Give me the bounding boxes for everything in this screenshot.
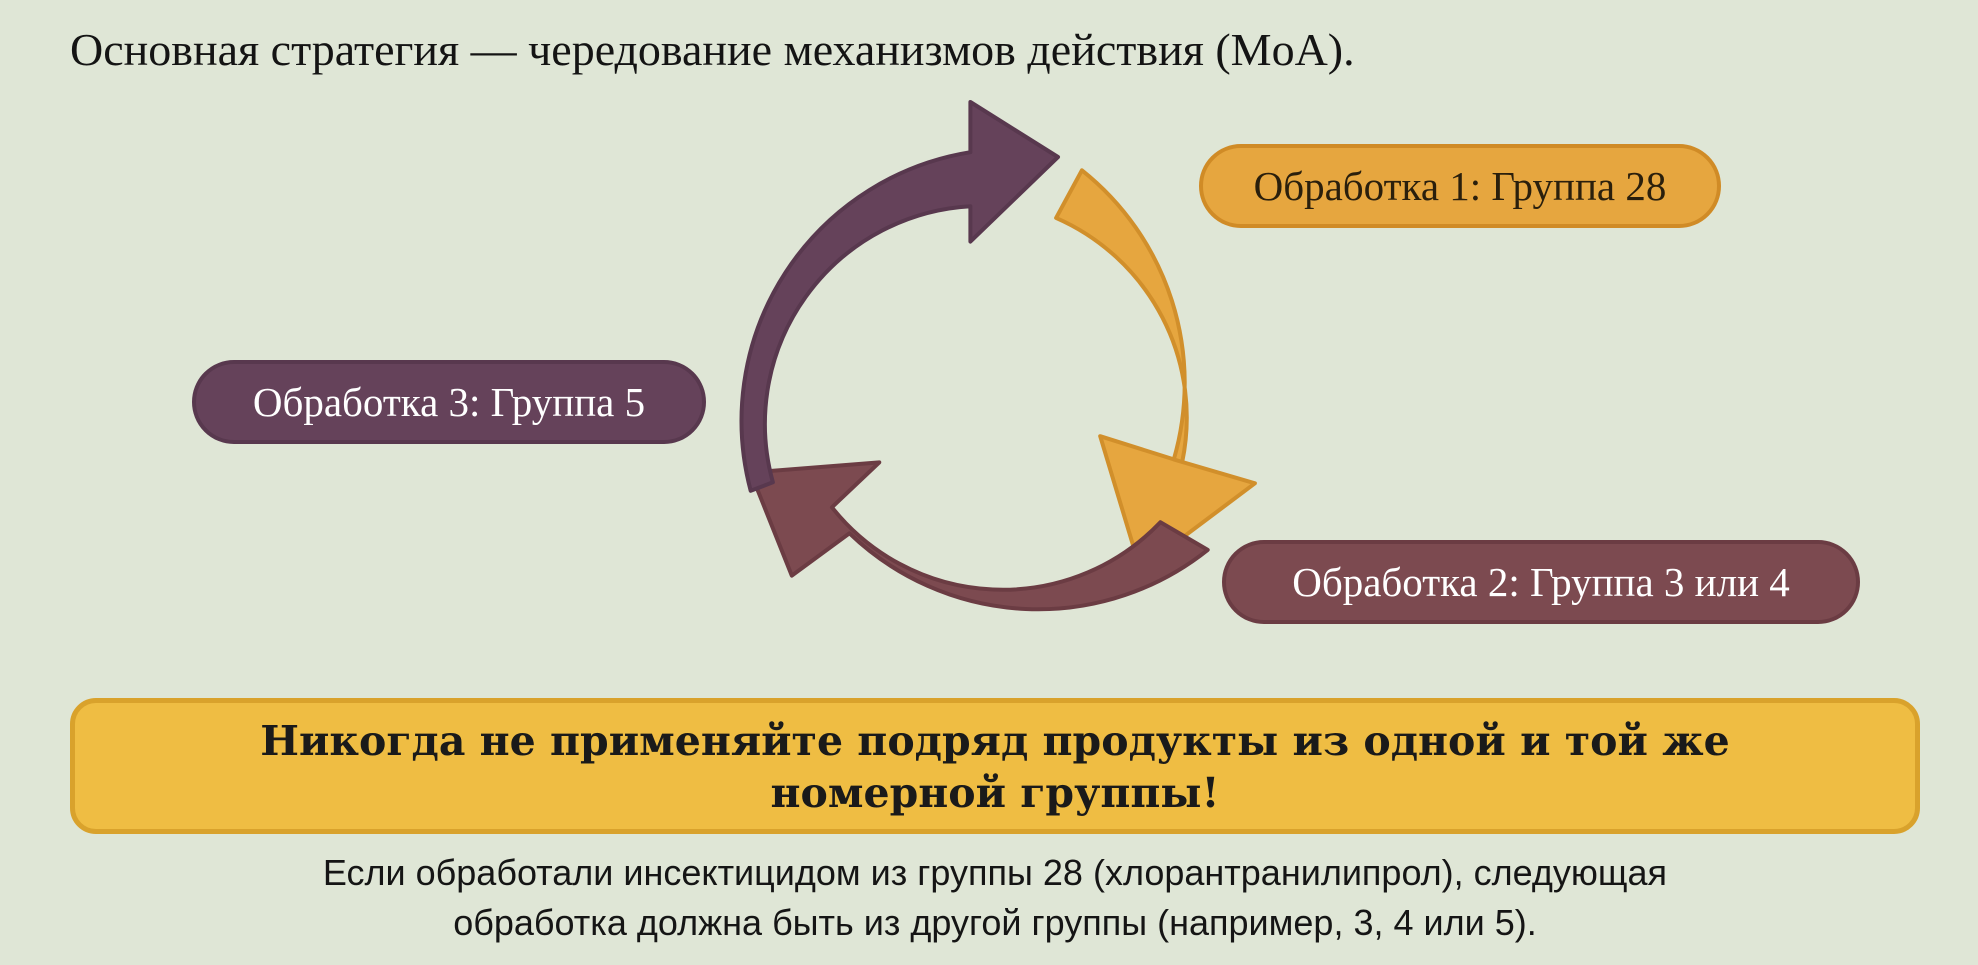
note-line-1: Если обработали инсектицидом из группы 2… — [322, 852, 1668, 893]
step-3-label: Обработка 3: Группа 5 — [192, 360, 706, 444]
cycle-arrow-step1 — [1054, 168, 1257, 572]
warning-line-1: Никогда не применяйте подряд продукты из… — [260, 717, 1730, 765]
step-1-label: Обработка 1: Группа 28 — [1199, 144, 1721, 228]
page-title: Основная стратегия — чередование механиз… — [70, 24, 1355, 75]
warning-line-2: номерной группы! — [770, 769, 1220, 817]
note-line-2: обработка должна быть из другой группы (… — [453, 902, 1537, 943]
step-2-label: Обработка 2: Группа 3 или 4 — [1222, 540, 1860, 624]
warning-banner: Никогда не применяйте подряд продукты из… — [70, 698, 1920, 834]
cycle-arrow-step3 — [739, 100, 1060, 493]
explanation-note: Если обработали инсектицидом из группы 2… — [70, 848, 1920, 948]
cycle-arrow-step2 — [748, 460, 1210, 612]
